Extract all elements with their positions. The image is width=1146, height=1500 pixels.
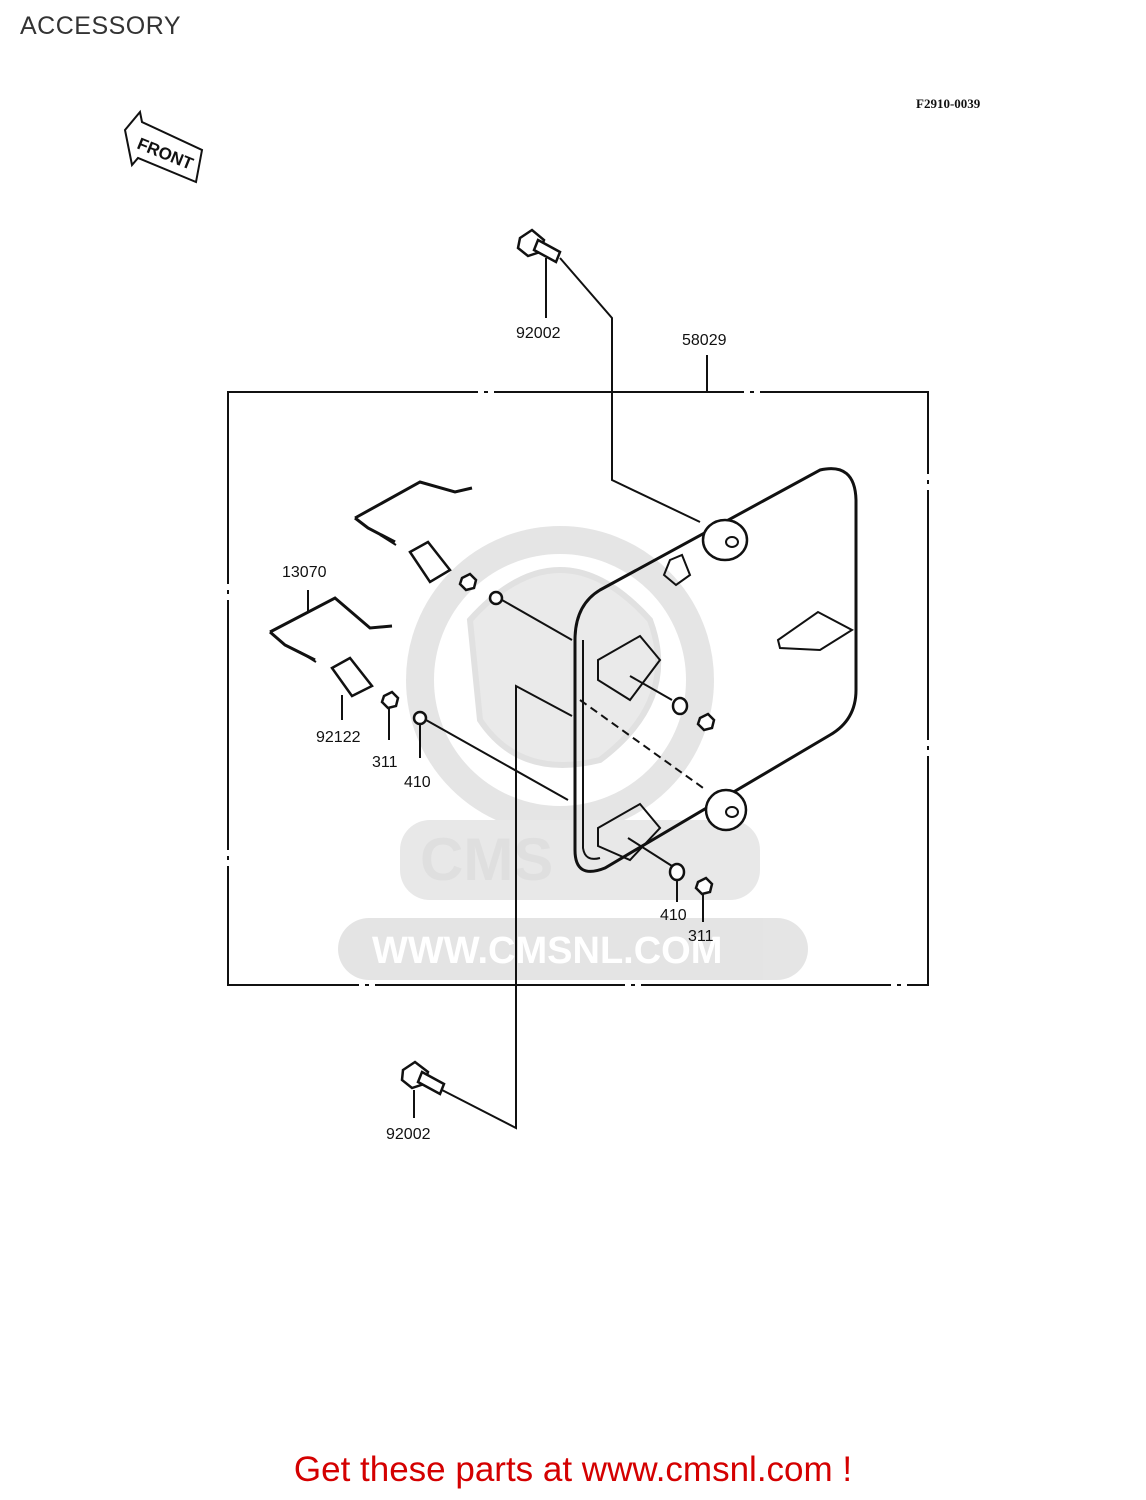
kit-boundary-box — [227, 391, 929, 986]
nut-upper-left — [458, 572, 478, 592]
leader-upper-hardware — [501, 599, 573, 641]
nut-lower-left — [380, 690, 400, 740]
washer-upper-left — [488, 590, 504, 606]
page-title: ACCESSORY — [20, 12, 182, 40]
bolt-bottom — [400, 1060, 446, 1118]
callout-collar: 92122 — [316, 729, 361, 746]
leader-bolt-bottom — [441, 684, 573, 1130]
drawing-code: F2910-0039 — [916, 96, 981, 111]
leader-mid-right — [629, 675, 673, 701]
bolt-top — [516, 228, 562, 318]
carrier-plate — [573, 467, 858, 873]
front-arrow-label: FRONT — [135, 134, 197, 174]
leader-lower-hardware — [425, 719, 569, 801]
leader-bolt-top — [559, 257, 701, 523]
callout-bolt-bottom: 92002 — [386, 1126, 431, 1143]
callout-bolt-top: 92002 — [516, 325, 561, 342]
callout-bracket: 13070 — [282, 564, 327, 581]
callout-washer-right: 410 — [660, 907, 687, 924]
nut-mid-right — [696, 712, 716, 732]
collar-lower — [330, 656, 374, 720]
leader-right-hardware — [627, 837, 673, 867]
washer-right — [668, 862, 686, 902]
collar-upper — [408, 540, 452, 584]
callout-nut-left: 311 — [372, 754, 398, 771]
bracket-upper — [354, 480, 473, 546]
washer-lower-left — [412, 710, 428, 758]
callout-nut-right: 311 — [688, 928, 714, 945]
footer-cta-link[interactable]: Get these parts at www.cmsnl.com ! — [293, 1450, 853, 1489]
bracket-lower — [269, 596, 393, 663]
watermark-cms: CMS — [420, 826, 553, 893]
callout-washer-left: 410 — [404, 774, 431, 791]
nut-right — [694, 876, 714, 922]
front-arrow: FRONT — [123, 109, 204, 184]
washer-mid-right — [671, 696, 689, 716]
watermark-text: WWW.CMSNL.COM — [372, 930, 722, 972]
watermark-logo: CMS WWW.CMSNL.COM — [338, 526, 808, 980]
callout-carrier: 58029 — [682, 332, 727, 349]
